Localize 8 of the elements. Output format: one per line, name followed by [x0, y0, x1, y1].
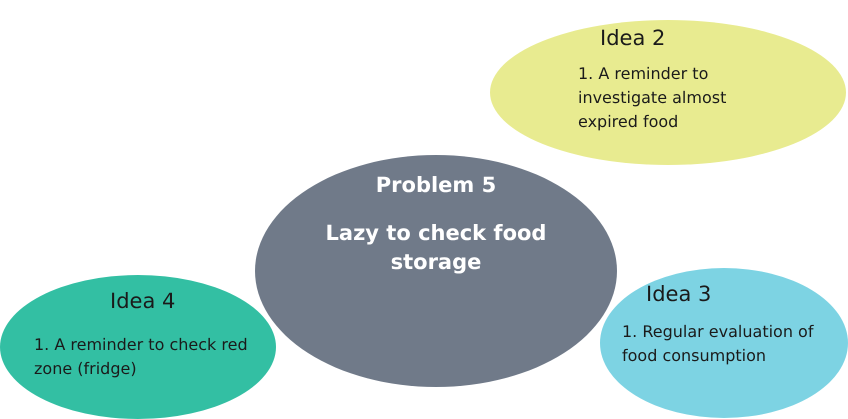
heading: Idea 3: [646, 282, 712, 306]
idea-text: 1. A reminder to check red zone (fridge): [34, 334, 249, 380]
problem-text: Lazy to check food storage: [324, 220, 548, 276]
heading: Problem 5: [374, 173, 498, 197]
heading: Idea 2: [600, 26, 666, 50]
idea-text: 1. Regular evaluation of food consumption: [622, 321, 815, 367]
heading: Idea 4: [110, 289, 176, 313]
idea-text: 1. A reminder to investigate almost expired food: [578, 63, 728, 133]
